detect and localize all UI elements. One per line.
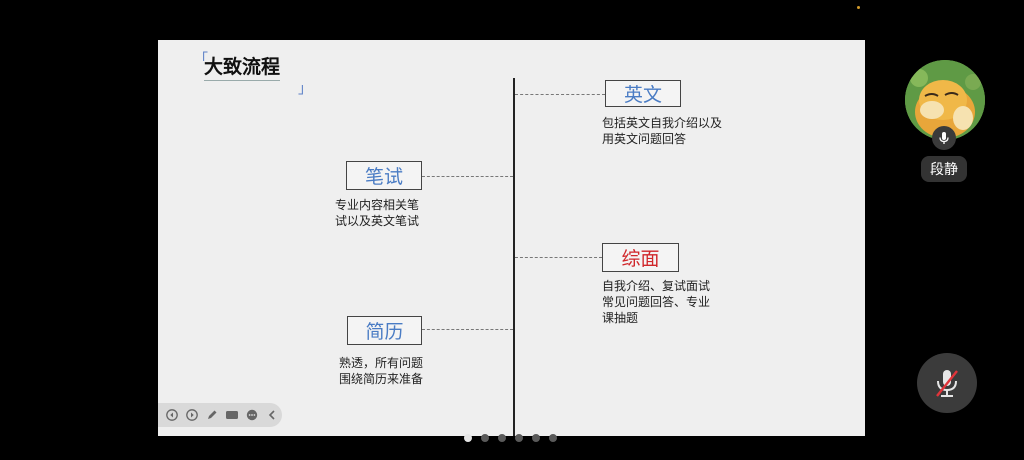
connector-written [422, 176, 513, 177]
status-dot [857, 6, 860, 9]
collapse-icon[interactable] [264, 408, 279, 423]
presentation-toolbar [158, 403, 282, 427]
desc-line: 自我介绍、复试面试 [602, 279, 711, 293]
next-icon[interactable] [184, 408, 199, 423]
desc-line: 用英文问题回答 [602, 132, 687, 146]
desc-line: 常见问题回答、专业 [602, 295, 711, 309]
page-dot[interactable] [464, 434, 472, 442]
page-dot[interactable] [515, 434, 523, 442]
page-dot[interactable] [498, 434, 506, 442]
desc-line: 专业内容相关笔 [334, 198, 419, 212]
presentation-slide: 「 大致流程 」 英文 包括英文自我介绍以及 用英文问题回答 笔试 专业内容相关… [158, 40, 865, 436]
step-desc-english: 包括英文自我介绍以及 用英文问题回答 [602, 115, 722, 147]
desc-line: 课抽题 [602, 311, 639, 325]
desc-line: 包括英文自我介绍以及 [602, 116, 723, 130]
mic-muted-icon [936, 370, 958, 397]
timeline-axis [513, 78, 515, 436]
page-dot[interactable] [532, 434, 540, 442]
step-box-english: 英文 [605, 80, 681, 107]
video-icon[interactable] [224, 408, 239, 423]
slide-title: 大致流程 [204, 52, 281, 81]
desc-line: 熟透，所有问题 [338, 356, 423, 370]
participant-mic-badge [932, 126, 956, 150]
slide-pagination [464, 434, 557, 442]
connector-resume [422, 329, 513, 330]
connector-english [515, 94, 605, 95]
step-box-resume: 简历 [347, 316, 422, 345]
participant-name: 段静 [921, 156, 967, 182]
desc-line: 围绕简历来准备 [338, 372, 423, 386]
step-desc-resume: 熟透，所有问题 围绕简历来准备 [326, 355, 436, 387]
step-desc-interview: 自我介绍、复试面试 常见问题回答、专业 课抽题 [602, 278, 710, 326]
step-desc-written: 专业内容相关笔 试以及英文笔试 [327, 197, 427, 229]
prev-icon[interactable] [164, 408, 179, 423]
more-icon[interactable] [244, 408, 259, 423]
connector-interview [515, 257, 602, 258]
step-box-written: 笔试 [346, 161, 422, 190]
page-dot[interactable] [481, 434, 489, 442]
page-dot[interactable] [549, 434, 557, 442]
pen-icon[interactable] [204, 408, 219, 423]
title-bracket-open: 「 [194, 52, 208, 68]
mic-icon [939, 132, 949, 144]
desc-line: 试以及英文笔试 [334, 214, 419, 228]
step-box-interview: 综面 [602, 243, 679, 272]
mute-button[interactable] [917, 353, 977, 413]
title-bracket-close: 」 [298, 81, 312, 97]
